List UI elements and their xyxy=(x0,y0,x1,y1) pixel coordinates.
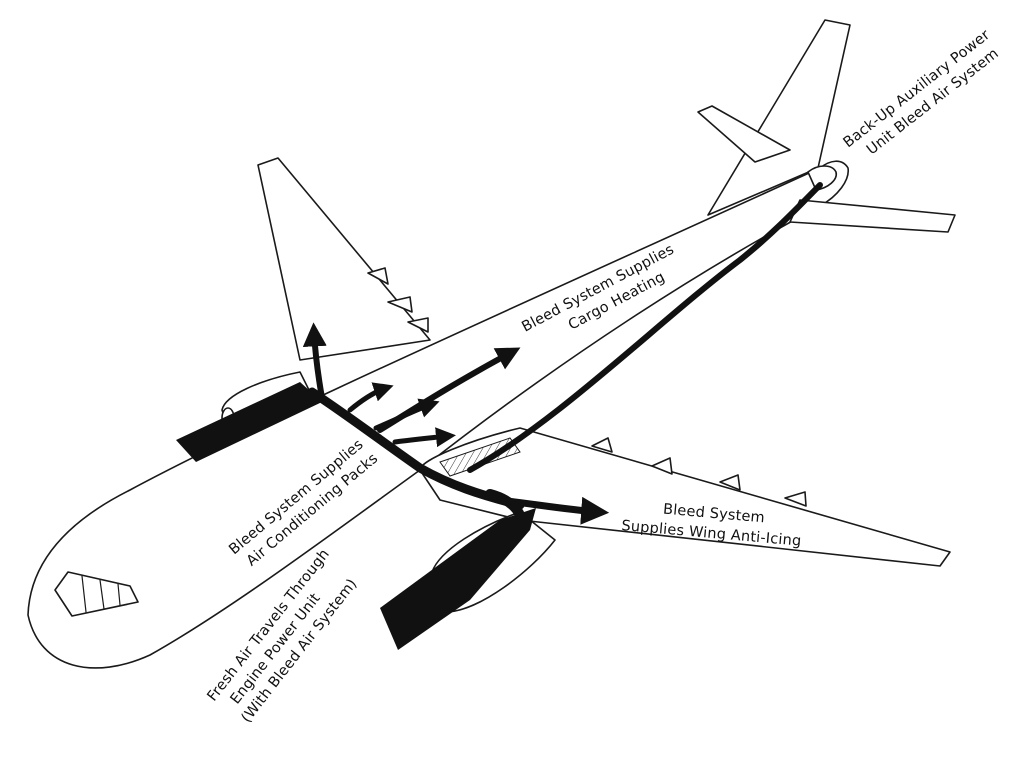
wing-anti-ice-duct xyxy=(496,496,610,525)
branch-duct xyxy=(347,382,394,413)
apu-label-line-2: Unit Bleed Air System xyxy=(864,46,1002,159)
cockpit-window-divider xyxy=(99,579,105,610)
right-wing-flap xyxy=(651,457,673,475)
ac-packs-duct xyxy=(302,322,327,401)
right-wing xyxy=(419,427,951,567)
branch-duct xyxy=(392,427,456,448)
left-wing-flap xyxy=(367,267,389,285)
right-wing-flap xyxy=(591,437,613,453)
cockpit-windows xyxy=(54,571,139,617)
left-wing xyxy=(257,157,431,361)
right-wing-flap xyxy=(719,474,741,491)
apu-label-line-1: Back-Up Auxiliary Power xyxy=(841,27,994,151)
bleed-duct-main xyxy=(307,387,525,510)
vertical-stabilizer xyxy=(707,19,851,216)
right-horizontal-stabilizer xyxy=(789,199,956,233)
right-engine-air-flow xyxy=(380,508,536,650)
left-horizontal-stabilizer xyxy=(697,105,791,163)
cockpit-window-divider xyxy=(117,583,121,606)
apu-label: Back-Up Auxiliary Power Unit Bleed Air S… xyxy=(841,27,1002,159)
right-wing-flap xyxy=(784,491,807,507)
wing-root-hatch xyxy=(439,437,521,477)
tail-cone xyxy=(807,165,838,191)
apu-duct xyxy=(467,182,823,473)
left-wing-flap xyxy=(407,317,429,333)
cockpit-window-divider xyxy=(81,575,87,613)
cargo-heating-duct xyxy=(377,347,521,433)
left-engine-air-flow xyxy=(176,382,322,462)
left-wing-flap xyxy=(387,296,413,313)
